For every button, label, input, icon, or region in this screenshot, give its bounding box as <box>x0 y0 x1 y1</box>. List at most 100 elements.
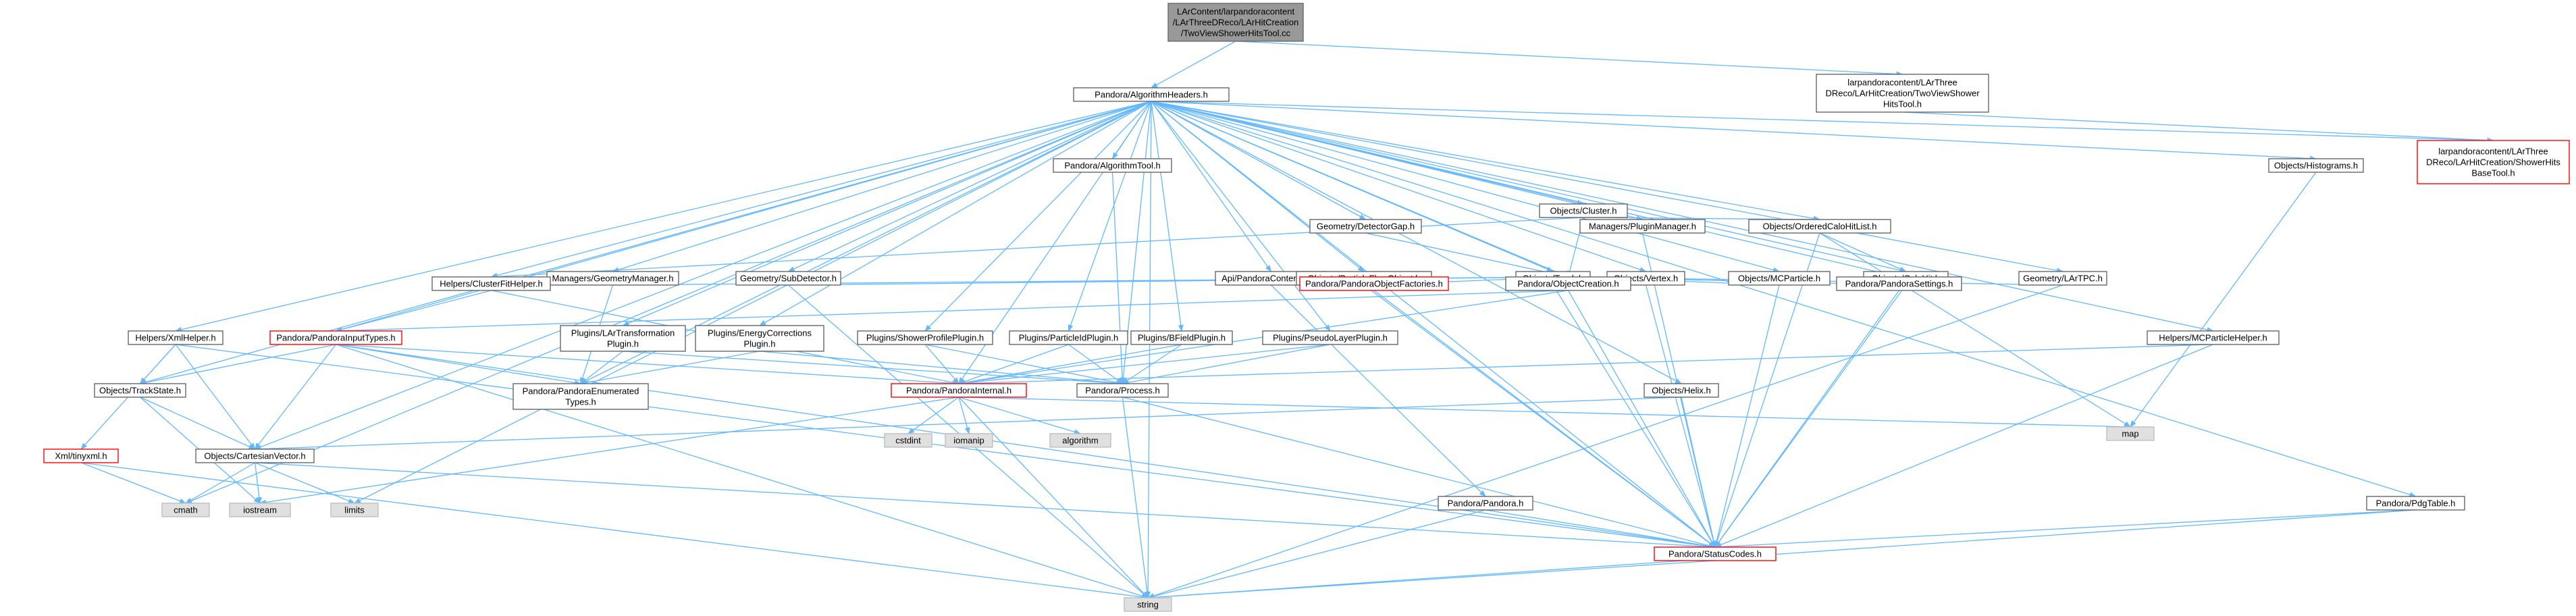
node-root[interactable]: LArContent/larpandoracontent/LArThreeDRe… <box>1167 3 1304 42</box>
include-edge <box>958 396 1149 598</box>
node-process[interactable]: Pandora/Process.h <box>1076 383 1169 398</box>
edge-cartesianvector-to-iostream <box>254 462 262 504</box>
node-objectcreation[interactable]: Pandora/ObjectCreation.h <box>1505 276 1631 291</box>
node-showerhitsbase[interactable]: larpandoracontent/LArThreeDReco/LArHitCr… <box>2417 140 2570 184</box>
include-edge <box>1145 101 1152 598</box>
node-pseudolayer[interactable]: Plugins/PseudoLayerPlugin.h <box>1262 330 1398 345</box>
node-label: LArContent/larpandoracontent <box>1177 7 1295 17</box>
node-lartpc[interactable]: Geometry/LArTPC.h <box>2018 271 2107 286</box>
node-label: string <box>1137 600 1159 610</box>
node-particleid[interactable]: Plugins/ParticleIdPlugin.h <box>1009 330 1128 345</box>
edge-layer <box>80 41 2494 600</box>
node-pandorasettings[interactable]: Pandora/PandoraSettings.h <box>1836 276 1962 291</box>
node-label: limits <box>344 505 365 515</box>
edge-lartransformation-to-enumeratedtypes <box>580 351 623 384</box>
include-edge <box>1681 396 1716 548</box>
include-edge <box>1147 284 2064 598</box>
include-edge <box>1151 101 2317 161</box>
node-pandora[interactable]: Pandora/Pandora.h <box>1438 496 1533 511</box>
node-cluster[interactable]: Objects/Cluster.h <box>1539 203 1628 218</box>
node-pdgtable[interactable]: Pandora/PdgTable.h <box>2366 496 2465 511</box>
node-tinyxml[interactable]: Xml/tinyxml.h <box>43 448 119 463</box>
node-xmlhelper[interactable]: Helpers/XmlHelper.h <box>128 330 224 345</box>
edge-algheaders-to-lartpc <box>1151 101 2064 274</box>
edge-algheaders-to-objectcreation <box>1151 101 1569 278</box>
node-box <box>431 276 551 291</box>
node-bfield[interactable]: Plugins/BFieldPlugin.h <box>1130 330 1233 345</box>
node-twoviewtool_h[interactable]: larpandoracontent/LArThreeDReco/LArHitCr… <box>1816 74 1989 113</box>
node-geometrymanager[interactable]: Managers/GeometryManager.h <box>546 271 679 286</box>
node-algtool[interactable]: Pandora/AlgorithmTool.h <box>1053 158 1172 173</box>
include-edge <box>1068 101 1152 332</box>
node-inputtypes[interactable]: Pandora/PandoraInputTypes.h <box>269 330 402 345</box>
node-box <box>1438 496 1533 511</box>
edge-cartesianvector-to-limits <box>255 462 355 504</box>
include-edge <box>1151 101 1907 273</box>
node-label: Objects/Helix.h <box>1652 386 1710 396</box>
node-vertex[interactable]: Objects/Vertex.h <box>1606 271 1685 286</box>
edge-algheaders-to-cartesianvector <box>254 101 1152 450</box>
node-box <box>1262 330 1398 345</box>
include-edge <box>140 396 256 450</box>
node-box <box>1309 219 1422 234</box>
node-label: Pandora/PandoraObjectFactories.h <box>1305 279 1443 289</box>
node-label: Pandora/PdgTable.h <box>2376 498 2456 509</box>
include-edge <box>958 344 1182 386</box>
node-label: Geometry/LArTPC.h <box>2023 274 2103 284</box>
node-string: string <box>1124 597 1172 612</box>
node-detectorgap[interactable]: Geometry/DetectorGap.h <box>1309 219 1422 234</box>
edge-objectfactories-to-statuscodes <box>1373 290 1716 548</box>
node-label: Helpers/XmlHelper.h <box>135 333 215 343</box>
include-edge <box>255 462 355 504</box>
include-edge <box>924 101 1152 332</box>
include-edge <box>1151 101 2064 274</box>
node-box <box>229 503 291 517</box>
node-clusterfithelper[interactable]: Helpers/ClusterFitHelper.h <box>431 276 551 291</box>
include-edge <box>1151 101 1367 220</box>
include-edge <box>254 101 1152 450</box>
node-box <box>195 448 315 463</box>
node-histograms[interactable]: Objects/Histograms.h <box>2268 158 2364 173</box>
include-edge <box>958 344 1331 386</box>
node-helix[interactable]: Objects/Helix.h <box>1644 383 1719 398</box>
node-mcparticlehelper[interactable]: Helpers/MCParticleHelper.h <box>2147 330 2280 345</box>
include-edge <box>80 462 1149 600</box>
include-edge <box>1552 284 1716 548</box>
node-mcparticle[interactable]: Objects/MCParticle.h <box>1728 271 1831 286</box>
node-pluginmanager[interactable]: Managers/PluginManager.h <box>1579 219 1706 234</box>
edge-pandorainternal-to-iomanip <box>958 396 970 434</box>
include-edge <box>1151 101 1569 278</box>
edge-pseudolayer-to-pandorainternal <box>958 344 1331 386</box>
node-showerprofile[interactable]: Plugins/ShowerProfilePlugin.h <box>857 330 993 345</box>
include-edge <box>175 101 1152 332</box>
node-objectfactories[interactable]: Pandora/PandoraObjectFactories.h <box>1299 276 1449 291</box>
edge-mcparticle-to-statuscodes <box>1714 284 1780 548</box>
include-edge <box>1151 101 1184 332</box>
node-box <box>2018 271 2107 286</box>
edge-mcparticlehelper-to-statuscodes <box>1714 344 2213 548</box>
edge-inputtypes-to-trackstate <box>139 344 336 386</box>
include-edge <box>354 101 1152 504</box>
node-label: Plugins/LArTransformation <box>571 328 675 338</box>
node-cstdint: cstdint <box>884 433 932 448</box>
edge-histograms-to-map <box>2130 172 2317 428</box>
edge-trackstate-to-cartesianvector <box>140 396 256 450</box>
edge-energycorrections-to-process <box>759 351 1124 386</box>
node-box <box>1836 276 1962 291</box>
node-pandorainternal[interactable]: Pandora/PandoraInternal.h <box>891 383 1027 398</box>
node-trackstate[interactable]: Objects/TrackState.h <box>94 383 186 398</box>
node-cartesianvector[interactable]: Objects/CartesianVector.h <box>195 448 315 463</box>
node-subdetector[interactable]: Geometry/SubDetector.h <box>735 271 841 286</box>
node-statuscodes[interactable]: Pandora/StatusCodes.h <box>1654 546 1777 561</box>
node-orderedcalohitlist[interactable]: Objects/OrderedCaloHitList.h <box>1748 219 1891 234</box>
include-edge <box>1151 41 1236 88</box>
node-box <box>1124 597 1172 612</box>
node-label: Objects/Histograms.h <box>2274 161 2358 171</box>
node-algheaders[interactable]: Pandora/AlgorithmHeaders.h <box>1073 87 1230 102</box>
node-label: Managers/PluginManager.h <box>1589 222 1696 232</box>
include-edge <box>1151 101 2494 143</box>
node-box <box>128 330 224 345</box>
